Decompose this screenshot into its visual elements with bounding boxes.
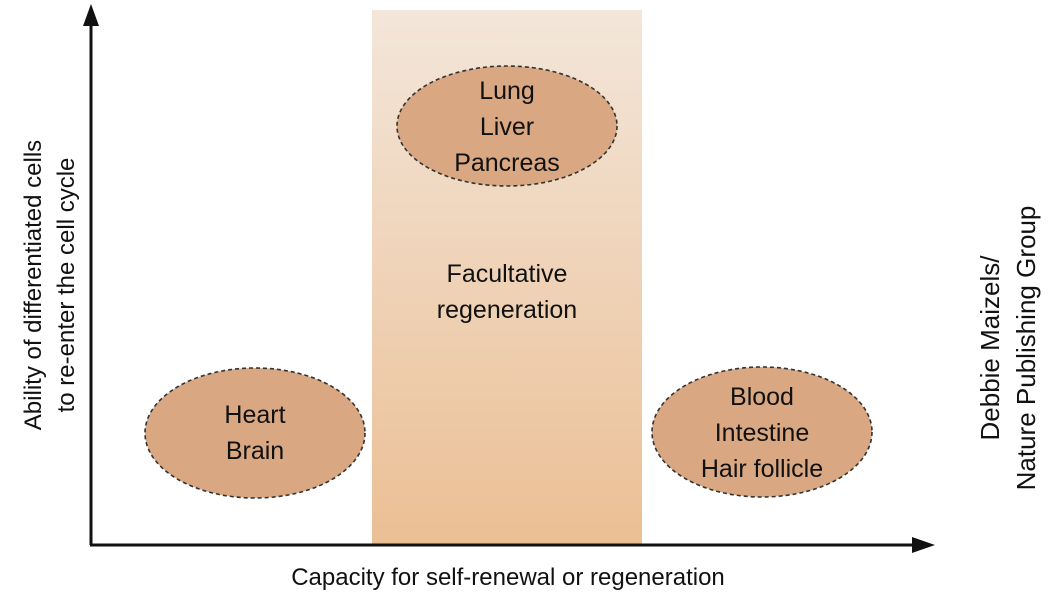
y-axis-label-line: to re-enter the cell cycle bbox=[53, 157, 80, 413]
y-axis-label: Ability of differentiated cells to re-en… bbox=[17, 75, 83, 495]
organ-label: Intestine bbox=[714, 419, 810, 447]
group-label-high: Blood Intestine Hair follicle bbox=[657, 379, 867, 487]
group-ellipse-low bbox=[144, 367, 366, 499]
band-label-line: Facultative bbox=[446, 260, 568, 288]
group-label-low: Heart Brain bbox=[165, 397, 345, 469]
x-axis-arrow bbox=[912, 537, 935, 553]
organ-label: Hair follicle bbox=[700, 455, 824, 483]
organ-label: Lung bbox=[479, 77, 535, 105]
organ-label: Liver bbox=[479, 113, 535, 141]
group-ellipse-high bbox=[651, 366, 873, 498]
group-label-facultative: Lung Liver Pancreas bbox=[407, 73, 607, 181]
y-axis-label-line: Ability of differentiated cells bbox=[20, 139, 47, 431]
x-axis-label: Capacity for self-renewal or regeneratio… bbox=[291, 564, 725, 591]
organ-label: Brain bbox=[225, 437, 285, 465]
credit-line: Nature Publishing Group bbox=[1011, 205, 1041, 491]
credit-line: Debbie Maizels/ bbox=[975, 255, 1005, 441]
organ-label: Heart bbox=[224, 401, 286, 429]
organ-label: Pancreas bbox=[454, 149, 560, 177]
band-label: Facultative regeneration bbox=[387, 256, 627, 328]
credit-label: Debbie Maizels/ Nature Publishing Group bbox=[972, 108, 1044, 588]
band-label-line: regeneration bbox=[436, 296, 578, 324]
organ-label: Blood bbox=[730, 383, 794, 411]
y-axis-arrow bbox=[83, 4, 99, 26]
group-ellipse-facultative bbox=[396, 65, 618, 187]
